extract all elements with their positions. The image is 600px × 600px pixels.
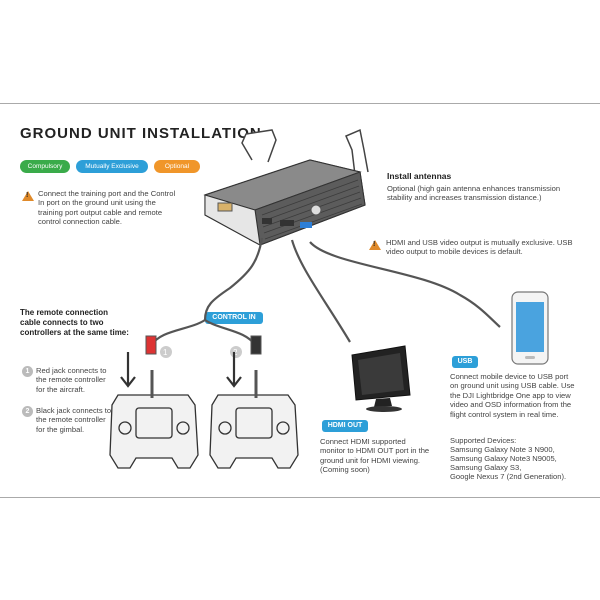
cable-icon <box>151 237 501 346</box>
remote-item-1: Red jack connects to the remote controll… <box>36 366 107 394</box>
antennas-text: Optional (high gain antenna enhances tra… <box>387 184 561 203</box>
down-arrow-icon <box>120 352 242 388</box>
hdmi-out-badge: HDMI OUT <box>322 420 368 432</box>
step-1-icon <box>160 346 172 358</box>
step-2-marker: 2 <box>22 406 33 417</box>
usb-text: Connect mobile device to USB port on gro… <box>450 372 575 419</box>
black-jack-icon <box>250 335 262 355</box>
page-title: GROUND UNIT INSTALLATION <box>20 125 262 142</box>
remote-heading: The remote connection cable connects to … <box>20 308 129 337</box>
top-divider <box>0 103 600 104</box>
remote-controller-icon <box>109 370 299 469</box>
legend-compulsory-label: Compulsory <box>27 163 63 170</box>
hdmi-out-label: HDMI OUT <box>327 422 363 429</box>
usb-device-item: Samsung Galaxy S3, <box>450 463 522 472</box>
usb-label: USB <box>457 358 473 365</box>
usb-devices-heading: Supported Devices: <box>450 436 517 445</box>
hdmi-text: Connect HDMI supported monitor to HDMI O… <box>320 437 430 475</box>
antennas-title: Install antennas <box>387 171 452 181</box>
svg-text:2: 2 <box>233 348 238 357</box>
legend-mutually-exclusive-label: Mutually Exclusive <box>85 163 139 170</box>
usb-badge: USB <box>452 356 478 368</box>
legend-compulsory: Compulsory <box>20 160 70 173</box>
step-2-number: 2 <box>25 408 30 415</box>
ground-unit-icon <box>203 159 366 246</box>
legend-mutually-exclusive: Mutually Exclusive <box>76 160 148 173</box>
antenna-icon <box>241 128 369 176</box>
video-note: HDMI and USB video output is mutually ex… <box>386 238 573 257</box>
step-1-number: 1 <box>25 368 30 375</box>
control-in-label: CONTROL IN <box>212 314 256 321</box>
usb-device-item: Google Nexus 7 (2nd Generation). <box>450 472 567 481</box>
usb-device-item: Samsung Galaxy Note 3 N900, <box>450 445 555 454</box>
warning-icon: ! <box>22 191 34 201</box>
remote-item-2: Black jack connects to the remote contro… <box>36 406 112 434</box>
monitor-icon <box>351 345 411 412</box>
red-jack-icon <box>145 335 157 355</box>
bottom-divider <box>0 497 600 498</box>
warning-icon: ! <box>369 240 381 250</box>
usb-device-item: Samsung Galaxy Note3 N9005, <box>450 454 557 463</box>
step-1-marker: 1 <box>22 366 33 377</box>
svg-text:1: 1 <box>163 348 168 357</box>
training-note: Connect the training port and the Contro… <box>38 189 176 227</box>
legend-optional-label: Optional <box>164 163 190 170</box>
control-in-badge: CONTROL IN <box>205 312 263 324</box>
legend-optional: Optional <box>154 160 200 173</box>
smartphone-icon <box>511 291 549 365</box>
